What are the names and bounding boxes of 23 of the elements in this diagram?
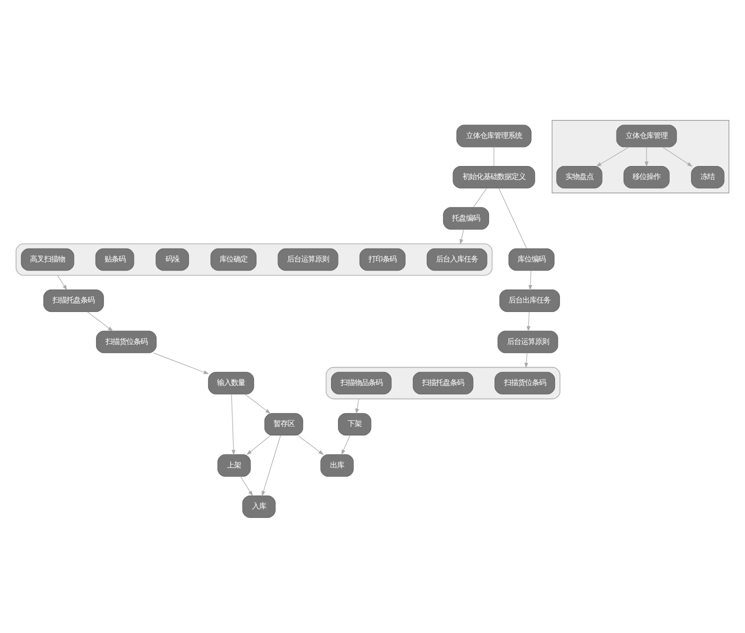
connector — [473, 188, 487, 208]
cluster — [552, 120, 730, 194]
cluster — [16, 243, 493, 276]
arrow — [644, 146, 648, 167]
arrow — [262, 435, 281, 497]
arrow — [528, 270, 532, 290]
arrow — [596, 146, 630, 167]
arrow — [57, 275, 68, 290]
arrow — [355, 398, 360, 414]
arrow — [153, 352, 210, 374]
arrow — [231, 394, 236, 456]
arrow — [526, 312, 530, 332]
cluster — [326, 366, 560, 400]
arrow — [460, 229, 464, 245]
arrow — [240, 476, 253, 496]
connector — [498, 188, 527, 249]
arrow — [524, 352, 528, 368]
arrow — [246, 435, 272, 456]
arrow — [244, 394, 271, 414]
arrow — [341, 435, 350, 456]
arrow — [87, 312, 114, 332]
arrow — [662, 146, 693, 167]
arrow — [297, 435, 324, 455]
